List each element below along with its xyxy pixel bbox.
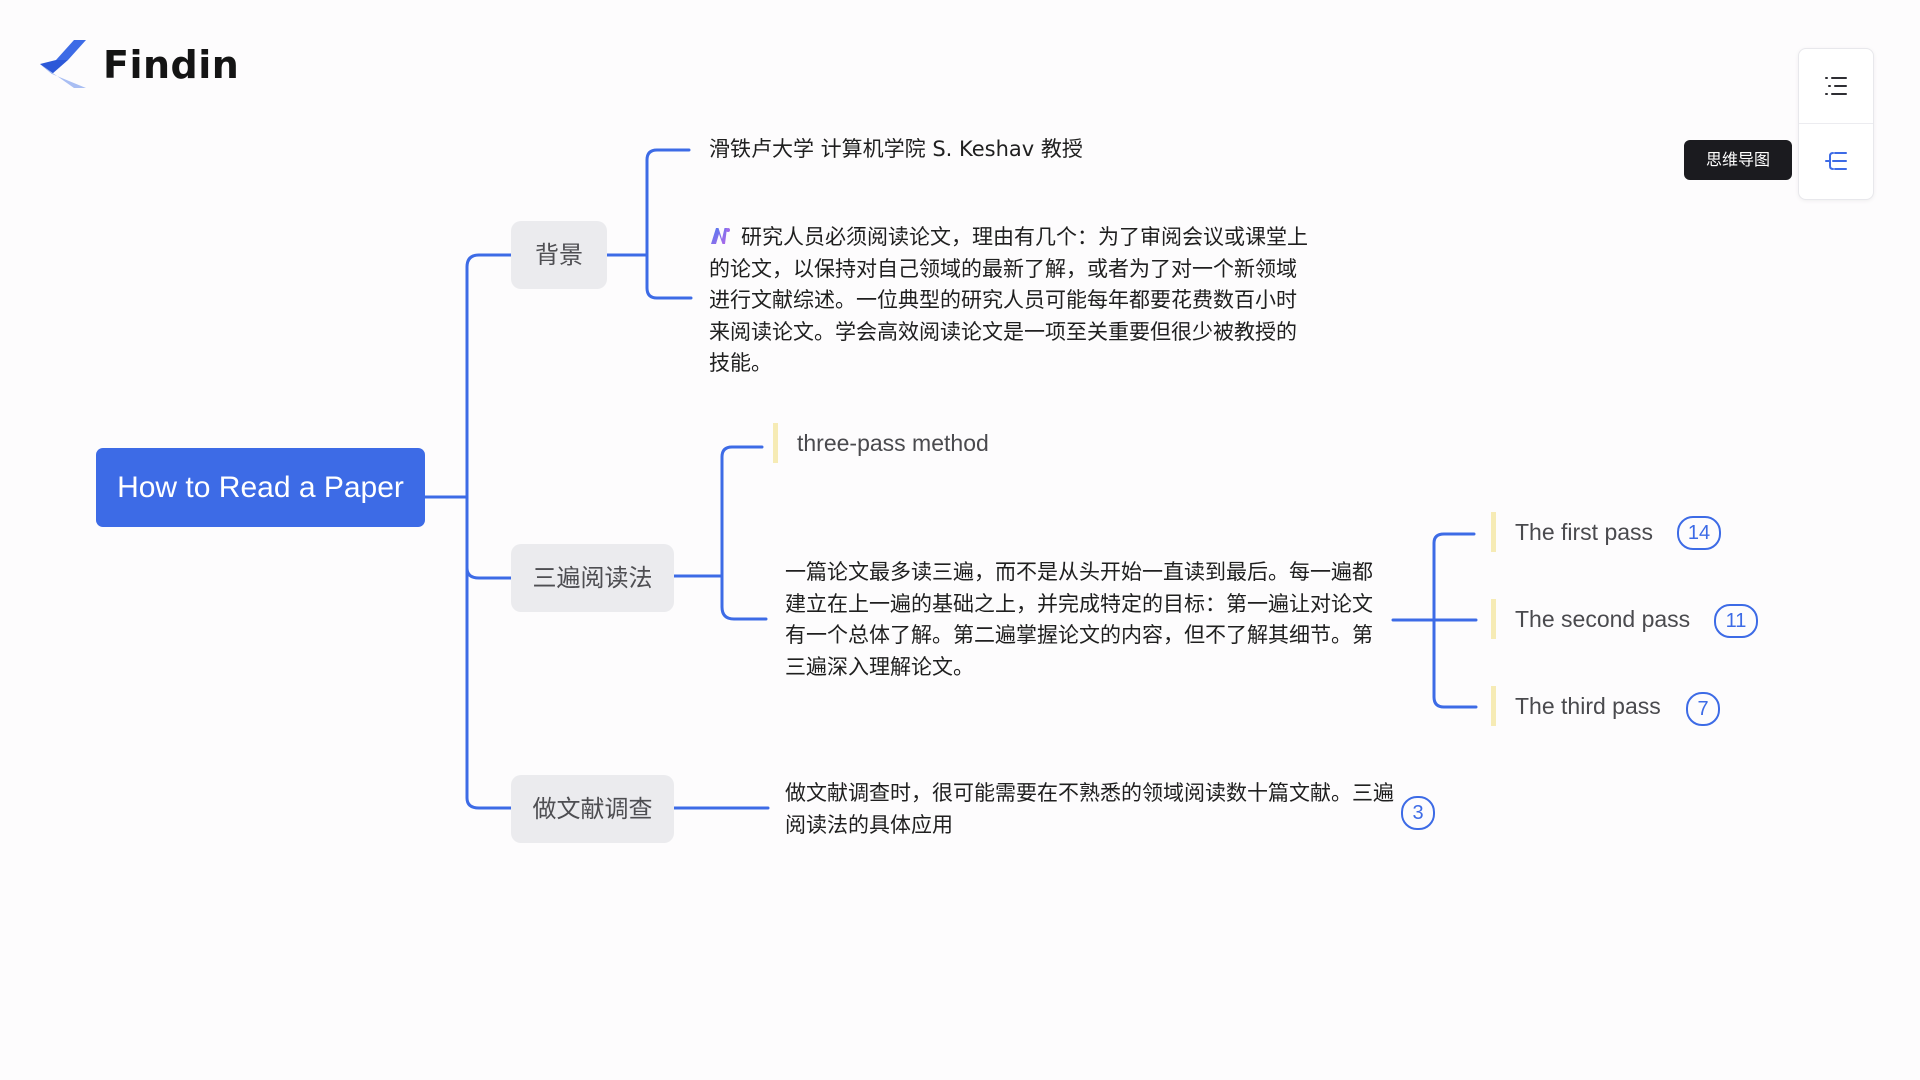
branch-literature-survey[interactable]: 做文献调查 <box>511 775 674 843</box>
branch-background[interactable]: 背景 <box>511 221 607 289</box>
connector-passes <box>1391 532 1478 709</box>
outline-list-icon <box>1825 77 1847 95</box>
ai-sparkle-icon <box>711 228 730 244</box>
leaf-author-affiliation[interactable]: 滑铁卢大学 计算机学院 S. Keshav 教授 <box>709 137 1083 161</box>
connector-root-trunk <box>423 253 513 810</box>
leaf-three-pass-description[interactable]: 一篇论文最多读三遍，而不是从头开始一直读到最后。每一遍都建立在上一遍的基础之上，… <box>785 560 1373 679</box>
leaf-second-pass[interactable]: The second pass <box>1491 599 1690 639</box>
leaf-literature-survey[interactable]: 做文献调查时，很可能需要在不熟悉的领域阅读数十篇文献。三遍阅读法的具体应用 <box>785 781 1394 837</box>
second-pass-count-badge[interactable]: 11 <box>1714 604 1758 638</box>
branch-three-pass-reading[interactable]: 三遍阅读法 <box>511 544 674 612</box>
first-pass-count-badge[interactable]: 14 <box>1677 516 1721 550</box>
connector-background <box>605 148 693 300</box>
mindmap-view-tooltip: 思维导图 <box>1684 140 1792 180</box>
leaf-why-read-papers-text: 研究人员必须阅读论文，理由有几个：为了审阅会议或课堂上的论文，以保持对自己领域的… <box>709 225 1308 375</box>
toolbar-divider <box>1799 123 1873 124</box>
literature-count-badge[interactable]: 3 <box>1401 796 1435 830</box>
brand-name: Findin <box>103 43 240 87</box>
third-pass-count-badge[interactable]: 7 <box>1686 692 1720 726</box>
connector-three-pass <box>672 445 768 621</box>
view-toolbar <box>1798 48 1874 200</box>
root-node[interactable]: How to Read a Paper <box>96 448 425 527</box>
leaf-first-pass[interactable]: The first pass <box>1491 512 1653 552</box>
mindmap-icon <box>1825 152 1847 170</box>
leaf-third-pass[interactable]: The third pass <box>1491 686 1661 726</box>
findin-logo-icon <box>40 40 86 88</box>
outline-view-button[interactable] <box>1799 49 1873 123</box>
mindmap-view-button[interactable] <box>1799 124 1873 198</box>
leaf-why-read-papers[interactable]: 研究人员必须阅读论文，理由有几个：为了审阅会议或课堂上的论文，以保持对自己领域的… <box>709 222 1309 380</box>
leaf-three-pass-method[interactable]: three-pass method <box>773 423 989 463</box>
